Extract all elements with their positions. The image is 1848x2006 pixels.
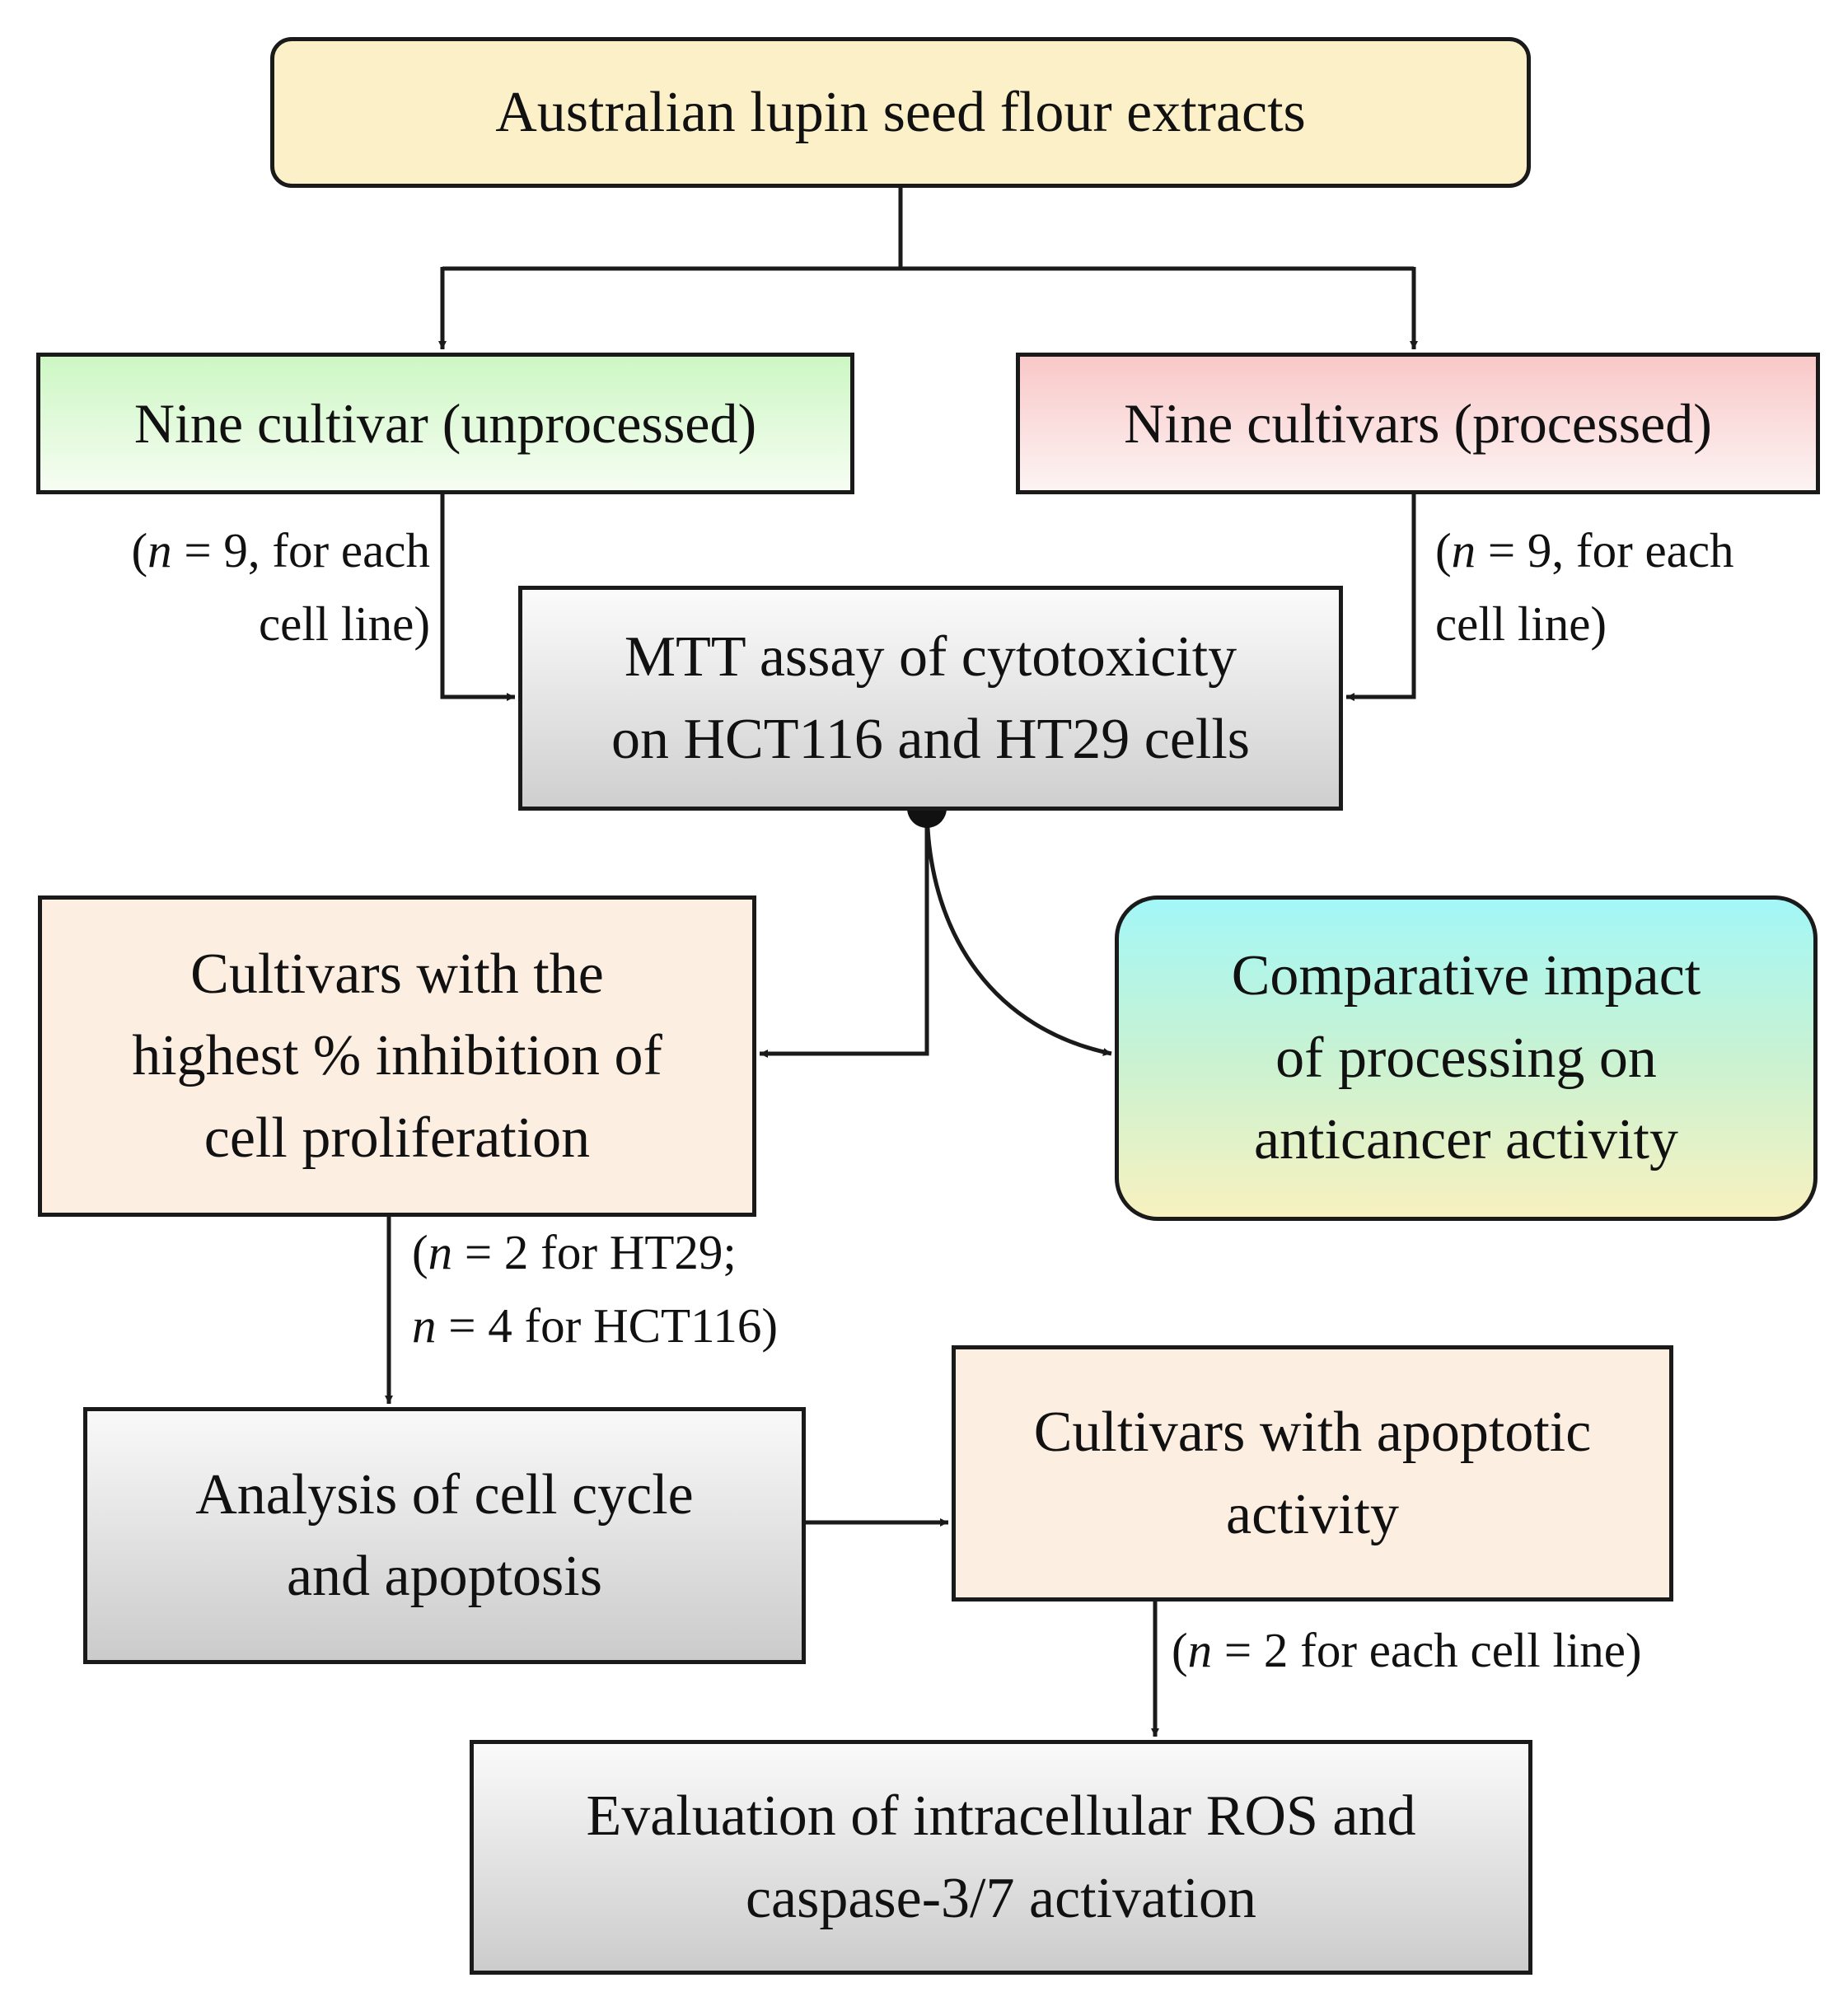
highest-inhibition-line: cell proliferation [204, 1106, 591, 1170]
ros-caspase-box: Evaluation of intracellular ROS and casp… [470, 1740, 1532, 1975]
source-extracts-text: Australian lupin seed flour extracts [495, 80, 1306, 144]
ros-caspase-line: caspase-3/7 activation [745, 1866, 1257, 1930]
cell-cycle-analysis-line: Analysis of cell cycle [195, 1462, 694, 1527]
edge-label-variable: n [147, 523, 172, 577]
mtt-assay-text: MTT assay of cytotoxicity on HCT116 and … [611, 616, 1250, 780]
edge-label-open-paren: ( [1435, 523, 1452, 577]
edge-label-processed-count: (n = 9, for each cell line) [1435, 514, 1734, 660]
edge-label-line: (n = 9, for each [76, 514, 430, 587]
mtt-assay-line: MTT assay of cytotoxicity [624, 625, 1237, 690]
mtt-assay-box: MTT assay of cytotoxicity on HCT116 and … [518, 586, 1343, 811]
edge-label-variable: n [1451, 523, 1476, 577]
comparative-impact-line: anticancer activity [1253, 1108, 1678, 1172]
arrow-mtt-to-comparative [924, 810, 1112, 1056]
unprocessed-cultivars-text: Nine cultivar (unprocessed) [133, 391, 757, 455]
apoptotic-cultivars-text: Cultivars with apoptotic activity [1034, 1391, 1592, 1555]
cell-cycle-analysis-text: Analysis of cell cycle and apoptosis [195, 1454, 694, 1618]
edge-label-text: = 2 for each cell line) [1212, 1623, 1642, 1677]
edge-label-line: (n = 2 for each cell line) [1172, 1614, 1642, 1687]
edge-label-line: (n = 2 for HT29; [412, 1216, 778, 1289]
apoptotic-cultivars-box: Cultivars with apoptotic activity [952, 1345, 1673, 1602]
highest-inhibition-text: Cultivars with the highest % inhibition … [132, 933, 662, 1179]
edge-label-apoptotic-count: (n = 2 for each cell line) [1172, 1614, 1642, 1687]
source-extracts-box: Australian lupin seed flour extracts [270, 37, 1531, 188]
edge-label-text: = 4 for HCT116) [436, 1298, 779, 1353]
edge-label-open-paren: ( [131, 523, 148, 577]
arrow-unprocessed-to-mtt [440, 494, 515, 701]
edge-label-line: n = 4 for HCT116) [412, 1289, 778, 1363]
ros-caspase-line: Evaluation of intracellular ROS and [586, 1784, 1416, 1849]
edge-label-line: cell line) [258, 596, 430, 651]
apoptotic-cultivars-line: Cultivars with apoptotic [1033, 1400, 1592, 1465]
edge-label-line: cell line) [1435, 596, 1607, 651]
edge-label-highest-count: (n = 2 for HT29; n = 4 for HCT116) [412, 1216, 778, 1362]
edge-label-unprocessed-count: (n = 9, for each cell line) [76, 514, 430, 660]
arrow-mtt-to-highest [760, 811, 929, 1058]
comparative-impact-line: of processing on [1275, 1026, 1657, 1090]
comparative-impact-text: Comparative impact of processing on anti… [1232, 935, 1701, 1181]
edge-label-open-paren: ( [1172, 1623, 1188, 1677]
unprocessed-cultivars-box: Nine cultivar (unprocessed) [36, 353, 854, 494]
processed-cultivars-box: Nine cultivars (processed) [1016, 353, 1820, 494]
edge-label-variable: n [412, 1298, 437, 1353]
comparative-impact-box: Comparative impact of processing on anti… [1115, 895, 1818, 1221]
edge-label-open-paren: ( [412, 1225, 428, 1279]
edge-label-text: = 9, for each [171, 523, 430, 577]
apoptotic-cultivars-line: activity [1226, 1482, 1399, 1546]
arrow-processed-to-mtt [1346, 494, 1416, 701]
ros-caspase-text: Evaluation of intracellular ROS and casp… [587, 1775, 1416, 1939]
highest-inhibition-line: Cultivars with the [190, 942, 604, 1006]
edge-label-variable: n [1187, 1623, 1213, 1677]
edge-label-line: (n = 9, for each [1435, 514, 1734, 587]
cell-cycle-analysis-line: and apoptosis [286, 1545, 602, 1608]
highest-inhibition-line: highest % inhibition of [132, 1024, 662, 1088]
cell-cycle-analysis-box: Analysis of cell cycle and apoptosis [83, 1407, 806, 1664]
edge-label-variable: n [428, 1225, 453, 1279]
highest-inhibition-box: Cultivars with the highest % inhibition … [38, 895, 756, 1217]
mtt-assay-line: on HCT116 and HT29 cells [611, 707, 1251, 771]
processed-cultivars-text: Nine cultivars (processed) [1124, 391, 1712, 455]
edge-label-text: = 2 for HT29; [452, 1225, 737, 1279]
edge-label-text: = 9, for each [1476, 523, 1734, 577]
comparative-impact-line: Comparative impact [1231, 944, 1701, 1008]
